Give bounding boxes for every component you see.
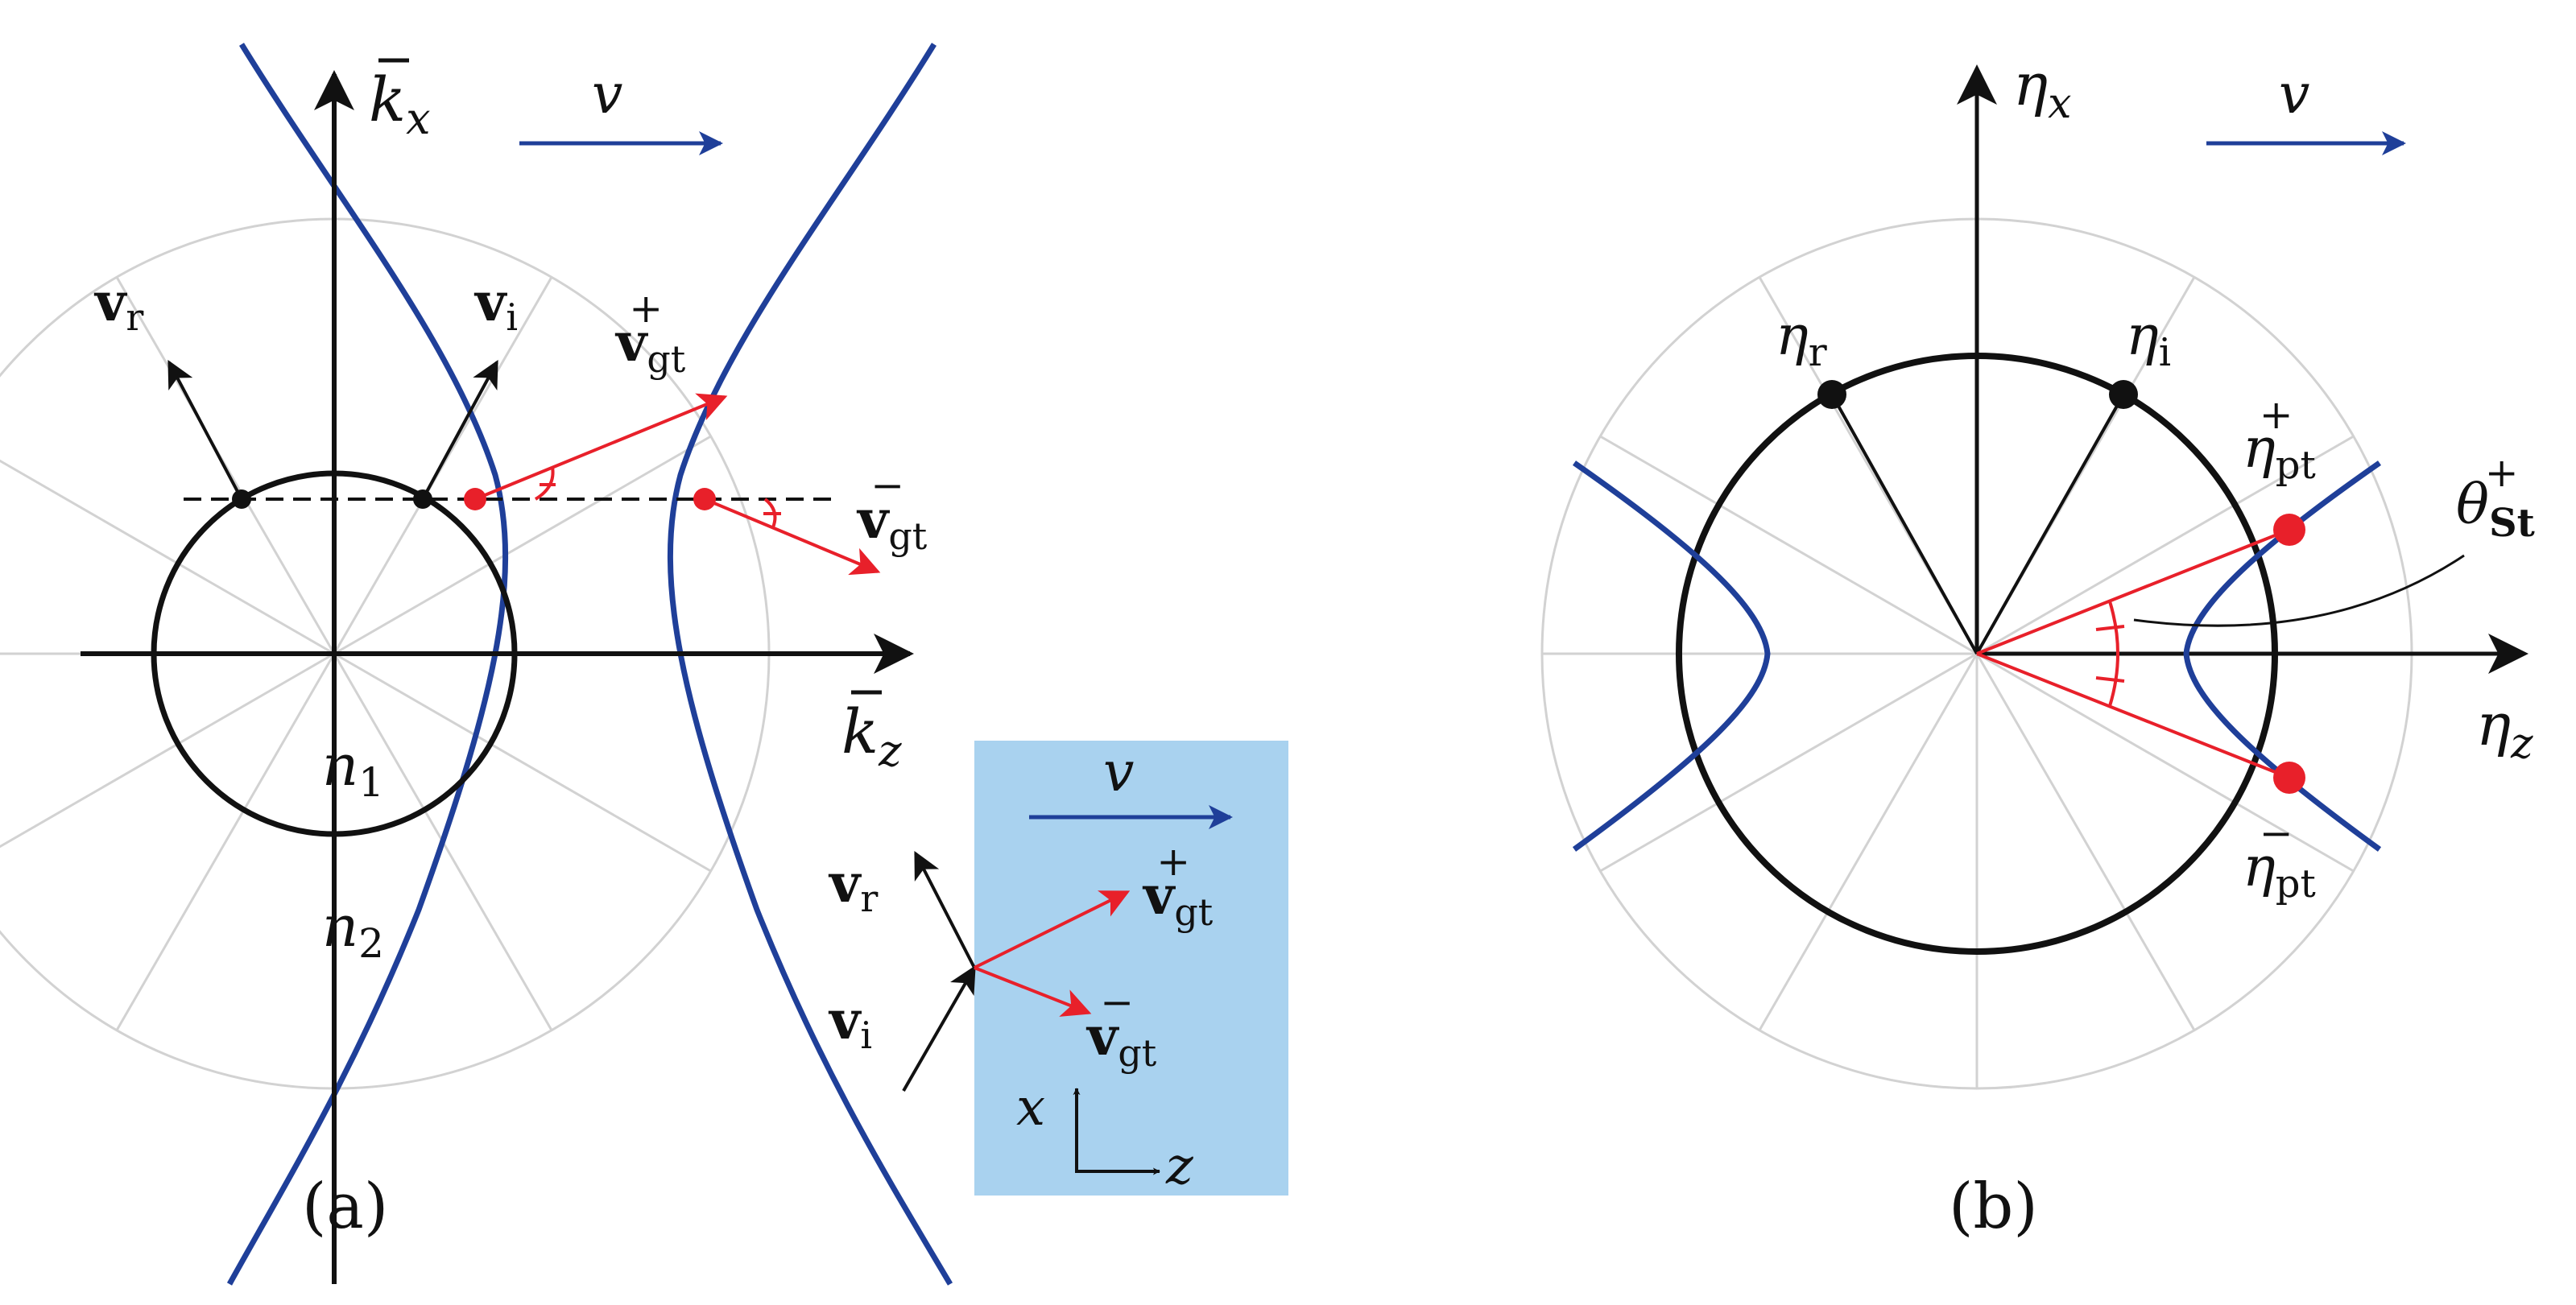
hyperbola-right-branch <box>667 43 953 1286</box>
hyperbola-left-branch <box>226 43 509 1286</box>
eta-pt-plus-label: ηpt+ <box>2243 391 2316 488</box>
inset-vgt-plus-label: vgt+ <box>1142 838 1214 934</box>
angle-mark-minus <box>763 498 777 528</box>
point-eta-i <box>2109 380 2138 409</box>
vr-arrow <box>167 359 243 500</box>
point-vi <box>413 489 432 509</box>
grid-b-spoke <box>1599 435 1978 655</box>
grid-a-spoke <box>333 652 712 873</box>
grid-a-spoke <box>115 653 336 1031</box>
grid-b-spoke <box>1758 653 1979 1031</box>
point-vgt-minus <box>693 488 716 510</box>
velocity-label-a: v <box>592 63 622 126</box>
eta-z-label: ηz <box>2476 691 2533 768</box>
vr-label: vr <box>93 270 143 339</box>
point-vgt-plus <box>464 488 486 510</box>
inset-vr-arrow <box>914 850 976 968</box>
grid-a-spoke <box>333 276 553 655</box>
grid-a-spoke <box>333 435 712 655</box>
vgt-minus-label: vgt− <box>856 462 928 558</box>
grid-b-spoke <box>1975 653 2196 1031</box>
vgt-minus-arrow <box>704 498 881 576</box>
eta-r-line <box>1830 394 1979 655</box>
inset-z-label: z <box>1165 1137 1194 1196</box>
eta-x-label: ηx <box>2013 51 2071 128</box>
vi-label: vi <box>473 270 518 339</box>
panel-a: v kx kz vr vi vgt+ vgt− n1 n2 (a) <box>0 43 953 1286</box>
inset-vgt-minus-label: vgt− <box>1085 979 1157 1075</box>
inset-vgt-plus-arrow <box>974 890 1131 969</box>
kz-axis-label: kz <box>841 696 902 776</box>
inset-real-space: v vr vi vgt+ vgt− x z <box>828 741 1288 1196</box>
point-vr <box>232 489 251 509</box>
eta-hyperbola-left <box>1572 460 1771 852</box>
inset-x-label: x <box>1016 1078 1045 1138</box>
eta-pt-minus-line <box>1976 652 2290 779</box>
inset-vgt-minus-arrow <box>974 966 1092 1017</box>
theta-label: θSt+ <box>2456 449 2535 546</box>
velocity-label-b: v <box>2279 63 2309 126</box>
n1-label: n1 <box>322 733 384 806</box>
panel-b: v ηx ηz ηr ηi ηpt+ ηpt− θSt+ (b) <box>1540 51 2535 1243</box>
grid-b-spoke <box>1976 435 2355 655</box>
vi-arrow <box>421 360 498 500</box>
theta-tick-lower <box>2095 676 2125 683</box>
unit-circle <box>1676 353 2278 955</box>
eta-pt-plus-line <box>1976 528 2290 655</box>
inset-vi-arrow <box>902 965 976 1092</box>
grid-a-spoke <box>0 459 335 655</box>
theta-arc <box>2108 601 2119 707</box>
caption-a: (a) <box>302 1171 388 1243</box>
isofrequency-circle-n1 <box>151 470 518 837</box>
point-eta-pt-minus <box>2273 762 2305 794</box>
grid-a-spoke <box>0 652 335 849</box>
eta-i-label: ηi <box>2126 304 2171 375</box>
vgt-plus-arrow <box>474 393 728 501</box>
eta-i-line <box>1975 394 2125 655</box>
inset-vi-label: vi <box>828 989 872 1057</box>
point-eta-pt-plus <box>2273 514 2305 546</box>
eta-pt-minus-label: ηpt− <box>2243 810 2316 906</box>
kx-axis-label: kx <box>369 64 431 144</box>
vgt-plus-label: vgt+ <box>614 285 686 381</box>
grid-b-spoke <box>1599 652 1978 873</box>
point-eta-r <box>1817 380 1846 409</box>
grid-b-spoke <box>1976 652 2355 873</box>
caption-b: (b) <box>1949 1171 2038 1243</box>
inset-velocity-label: v <box>1103 741 1134 804</box>
theta-tick-upper <box>2095 625 2125 631</box>
inset-vr-label: vr <box>828 852 878 920</box>
n2-label: n2 <box>322 894 384 967</box>
eta-r-label: ηr <box>1776 304 1827 375</box>
theta-leader <box>2133 554 2465 627</box>
